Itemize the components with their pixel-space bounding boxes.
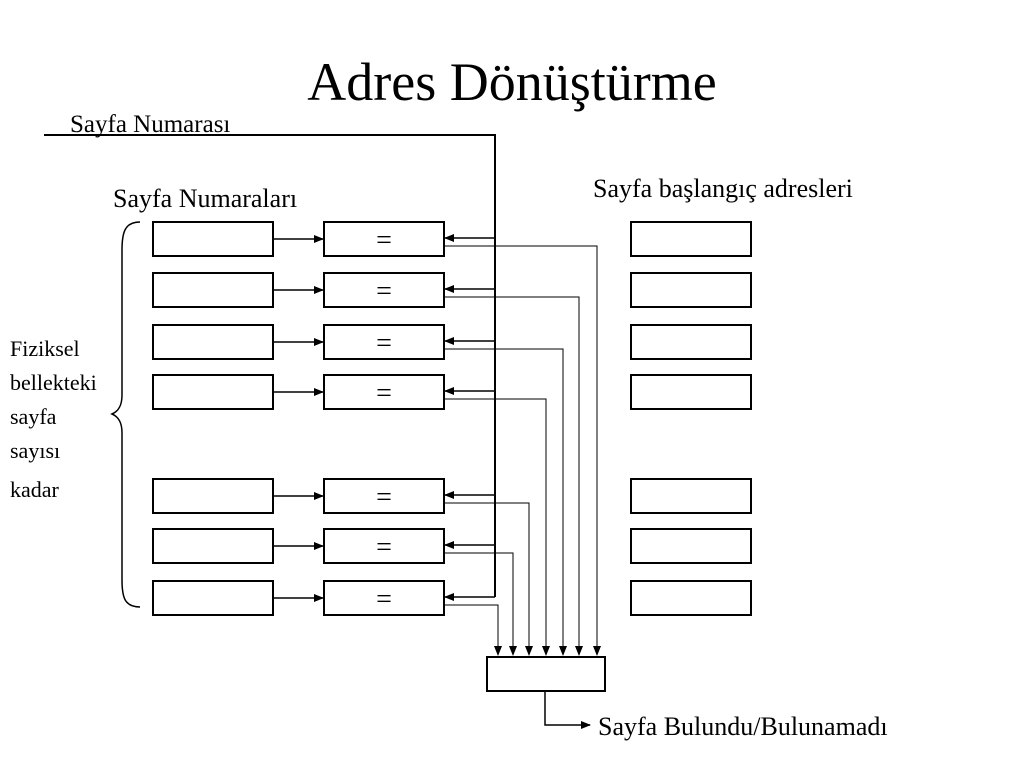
comparator-box	[323, 528, 445, 564]
comparator-symbol: =	[376, 225, 392, 256]
brace-label-line: kadar	[10, 477, 60, 502]
comparator-symbol: =	[376, 378, 392, 409]
page-number-bus	[44, 134, 496, 597]
comparator-output-line	[444, 502, 533, 656]
comparator-output-line	[444, 398, 550, 656]
translation-rows: = = = = = = =	[152, 221, 752, 656]
page-start-address-cell	[630, 528, 752, 564]
comparator-symbol: =	[376, 328, 392, 359]
translation-row: =	[152, 272, 752, 656]
comparator-box	[323, 580, 445, 616]
brace-label-line: sayısı	[10, 438, 60, 463]
brace-label-line: Fiziksel	[10, 336, 80, 361]
output-label: Sayfa Bulundu/Bulunamadı	[598, 712, 888, 741]
page-start-address-cell	[630, 221, 752, 257]
brace-label-line: bellekteki	[10, 370, 97, 395]
page-start-address-cell	[630, 324, 752, 360]
comparator-box	[323, 272, 445, 308]
page-start-address-cell	[630, 580, 752, 616]
translation-row: =	[152, 528, 752, 656]
output-arrow	[544, 691, 591, 729]
translation-row: =	[152, 478, 752, 656]
comparator-symbol: =	[376, 482, 392, 513]
page-number-cell	[152, 528, 274, 564]
page-start-address-cell	[630, 374, 752, 410]
comparator-symbol: =	[376, 584, 392, 615]
page-start-address-cell	[630, 478, 752, 514]
slide-title: Adres Dönüştürme	[307, 52, 716, 112]
comparator-symbol: =	[376, 276, 392, 307]
page-numbers-column-label: Sayfa Numaraları	[113, 184, 297, 213]
comparator-output-line	[444, 296, 583, 656]
comparator-output-line	[444, 348, 567, 656]
comparator-symbol: =	[376, 532, 392, 563]
page-number-cell	[152, 374, 274, 410]
page-number-cell	[152, 580, 274, 616]
comparator-output-line	[444, 552, 517, 656]
page-number-cell	[152, 221, 274, 257]
row-count-brace	[110, 221, 141, 608]
page-number-cell	[152, 478, 274, 514]
comparator-output-line	[444, 245, 601, 656]
comparator-output-line	[444, 604, 502, 656]
translation-row: =	[152, 324, 752, 656]
page-number-input-label: Sayfa Numarası	[70, 111, 230, 138]
brace-label-line: sayfa	[10, 404, 57, 429]
comparator-box	[323, 324, 445, 360]
page-start-address-cell	[630, 272, 752, 308]
page-start-addresses-column-label: Sayfa başlangıç adresleri	[593, 174, 853, 203]
comparator-box	[323, 478, 445, 514]
page-number-cell	[152, 272, 274, 308]
translation-row: =	[152, 221, 752, 656]
translation-row: =	[152, 374, 752, 656]
page-number-cell	[152, 324, 274, 360]
found-logic-box	[486, 656, 606, 692]
translation-row: =	[152, 580, 752, 656]
comparator-box	[323, 374, 445, 410]
